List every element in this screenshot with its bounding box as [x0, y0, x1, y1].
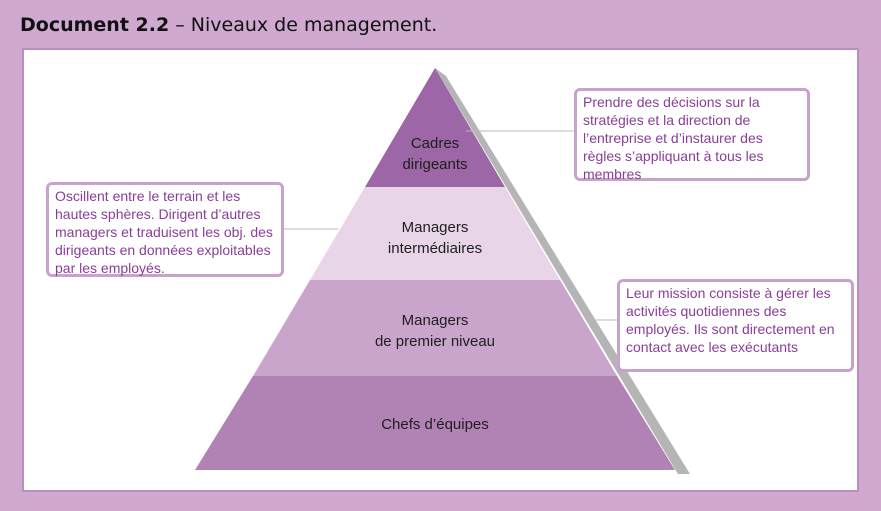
document-title-text: Niveaux de management.: [190, 14, 438, 36]
level-label-top: Cadres dirigeants: [365, 133, 505, 175]
pyramid-level-teams: [195, 376, 675, 470]
level-label-top-line2: dirigeants: [402, 156, 468, 173]
callout-top-right: Prendre des décisions sur la stratégies …: [574, 88, 810, 182]
level-label-first-line2: de premier niveau: [374, 333, 496, 350]
level-label-teams-line1: Chefs d’équipes: [381, 416, 489, 433]
level-label-teams: Chefs d’équipes: [335, 414, 535, 435]
pyramid-level-first: [253, 280, 617, 376]
callout-middle-left: Oscillent entre le terrain et les hautes…: [46, 182, 284, 277]
level-label-top-line1: Cadres: [410, 135, 460, 152]
level-label-middle-line2: intermédiaires: [387, 240, 483, 257]
level-label-middle-line1: Managers: [401, 219, 469, 236]
level-label-first: Managers de premier niveau: [325, 310, 545, 352]
pyramid-level-middle: [310, 187, 560, 280]
title-separator: –: [175, 14, 185, 36]
pyramid-shadow: [435, 68, 690, 474]
document-title: Document 2.2 – Niveaux de management.: [20, 14, 437, 36]
document-label: Document 2.2: [20, 14, 170, 36]
level-label-middle: Managers intermédiaires: [335, 217, 535, 259]
pyramid-level-top: [365, 68, 505, 187]
callout-first-right: Leur mission consiste à gérer les activi…: [617, 279, 854, 372]
level-label-first-line1: Managers: [401, 312, 469, 329]
